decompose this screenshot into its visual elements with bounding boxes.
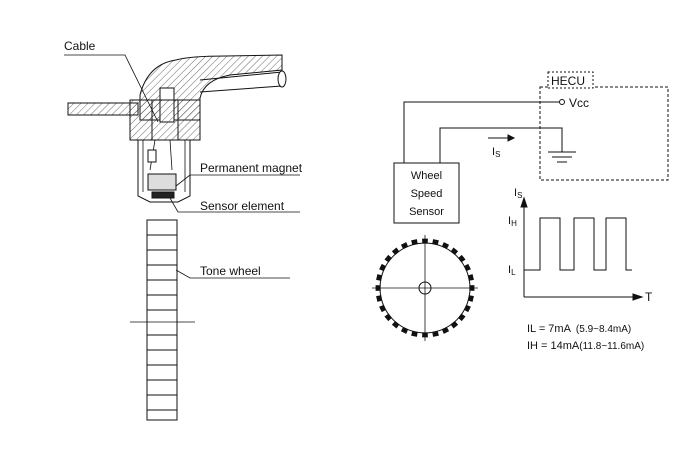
tooth [400, 242, 409, 250]
tooth [379, 263, 387, 272]
square-wave [524, 217, 632, 271]
vcc-label: Vcc [569, 96, 589, 110]
sensor-cross-section [67, 54, 287, 203]
leader-tone-wheel [175, 269, 290, 279]
wire-ground [439, 127, 563, 163]
tooth [469, 285, 475, 291]
tooth [422, 332, 428, 338]
tooth [391, 247, 400, 255]
tooth [411, 330, 418, 337]
hecu-label-box [547, 71, 594, 89]
hecu-label: HECU [551, 74, 585, 88]
tooth [400, 326, 409, 334]
tooth [463, 304, 471, 313]
leader-magnet [175, 174, 300, 187]
leader-sensor-element [169, 197, 300, 213]
sensor-element-label: Sensor element [200, 199, 285, 213]
tooth [376, 295, 383, 302]
tooth [384, 313, 392, 322]
hecu-box [539, 86, 669, 181]
tooth [450, 321, 459, 329]
x-axis-label: T [645, 290, 653, 304]
y-axis-label: IS [514, 187, 522, 200]
tone-wheel-label: Tone wheel [200, 264, 261, 278]
tooth [411, 239, 418, 246]
tooth [375, 285, 381, 291]
tooth [463, 263, 471, 272]
sensor-box-line-3: Sensor [409, 206, 444, 218]
il-level-label: IL [508, 264, 516, 277]
tone-wheel-teeth [375, 238, 475, 338]
tooth [391, 321, 400, 329]
tooth [422, 238, 428, 244]
tooth [458, 254, 466, 263]
tone-wheel [130, 219, 195, 421]
tooth [467, 295, 474, 302]
sensor-box-line-2: Speed [411, 188, 443, 200]
sensor-element-part [151, 191, 175, 199]
vcc-terminal [559, 99, 565, 105]
wire-vcc [403, 101, 559, 163]
wheel-speed-sensor-box [393, 162, 460, 224]
permanent-magnet-label: Permanent magnet [200, 161, 303, 175]
tooth [432, 239, 439, 246]
tooth [376, 274, 383, 281]
tooth [384, 254, 392, 263]
tone-wheel-front [372, 235, 478, 341]
tooth [458, 313, 466, 322]
tooth [432, 330, 439, 337]
tooth [441, 242, 450, 250]
tooth [441, 326, 450, 334]
cable-label: Cable [64, 39, 96, 53]
threaded-boss [129, 99, 201, 141]
current-label: IS [492, 146, 500, 159]
cable-wire [199, 71, 283, 93]
leader-cable [64, 54, 159, 123]
permanent-magnet [147, 173, 177, 191]
tooth [450, 247, 459, 255]
ih-level-label: IH [508, 215, 517, 228]
tooth [467, 274, 474, 281]
tooth [379, 304, 387, 313]
spec-ih: IH = 14mA(11.8~11.6mA) [527, 340, 644, 352]
sensor-box-line-1: Wheel [411, 170, 442, 182]
spec-il: IL = 7mA(5.9~8.4mA) [527, 323, 631, 335]
